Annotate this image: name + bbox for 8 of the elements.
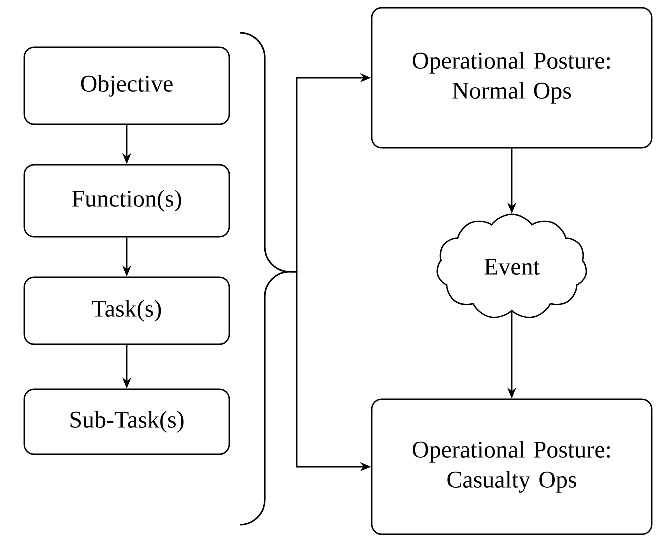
event-cloud: Event: [436, 214, 588, 318]
process-box: Task(s): [24, 276, 230, 346]
posture-box: Operational Posture: Casualty Ops: [371, 398, 653, 536]
process-box: Objective: [24, 46, 230, 126]
process-box: Sub-Task(s): [24, 388, 230, 456]
brace: [240, 32, 291, 526]
process-box: Function(s): [24, 164, 230, 238]
posture-box: Operational Posture: Normal Ops: [371, 7, 653, 149]
